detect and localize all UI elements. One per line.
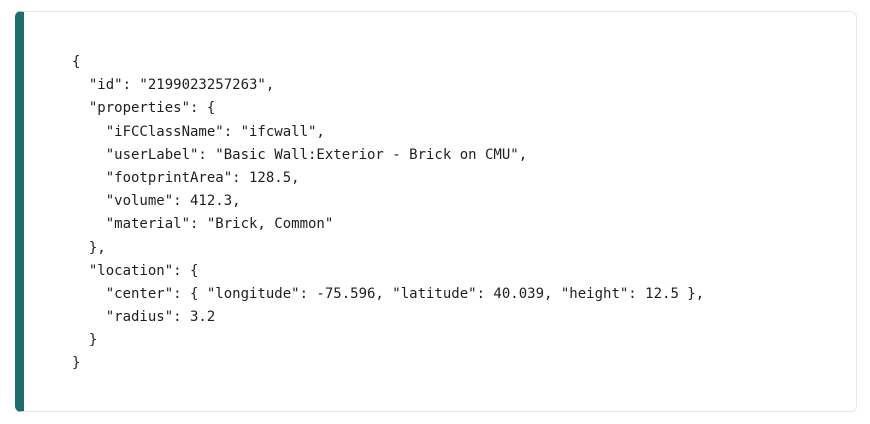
- json-code-block[interactable]: { "id": "2199023257263", "properties": {…: [72, 51, 704, 376]
- code-line: "location": {: [72, 262, 199, 279]
- code-line: }: [72, 355, 81, 372]
- code-line: "footprintArea": 128.5,: [72, 169, 300, 186]
- code-line: {: [72, 54, 81, 70]
- code-line: "radius": 3.2: [72, 309, 216, 326]
- code-line: }: [72, 332, 98, 349]
- code-line: "id": "2199023257263",: [72, 77, 275, 94]
- code-line: "volume": 412.3,: [72, 193, 241, 210]
- code-line: "material": "Brick, Common": [72, 216, 334, 233]
- code-line: "iFCClassName": "ifcwall",: [72, 123, 325, 140]
- code-line: "center": { "longitude": -75.596, "latit…: [72, 285, 705, 302]
- code-line: },: [72, 239, 106, 256]
- code-line: "userLabel": "Basic Wall:Exterior - Bric…: [72, 146, 528, 163]
- code-line: "properties": {: [72, 100, 216, 117]
- code-card: { "id": "2199023257263", "properties": {…: [15, 11, 857, 412]
